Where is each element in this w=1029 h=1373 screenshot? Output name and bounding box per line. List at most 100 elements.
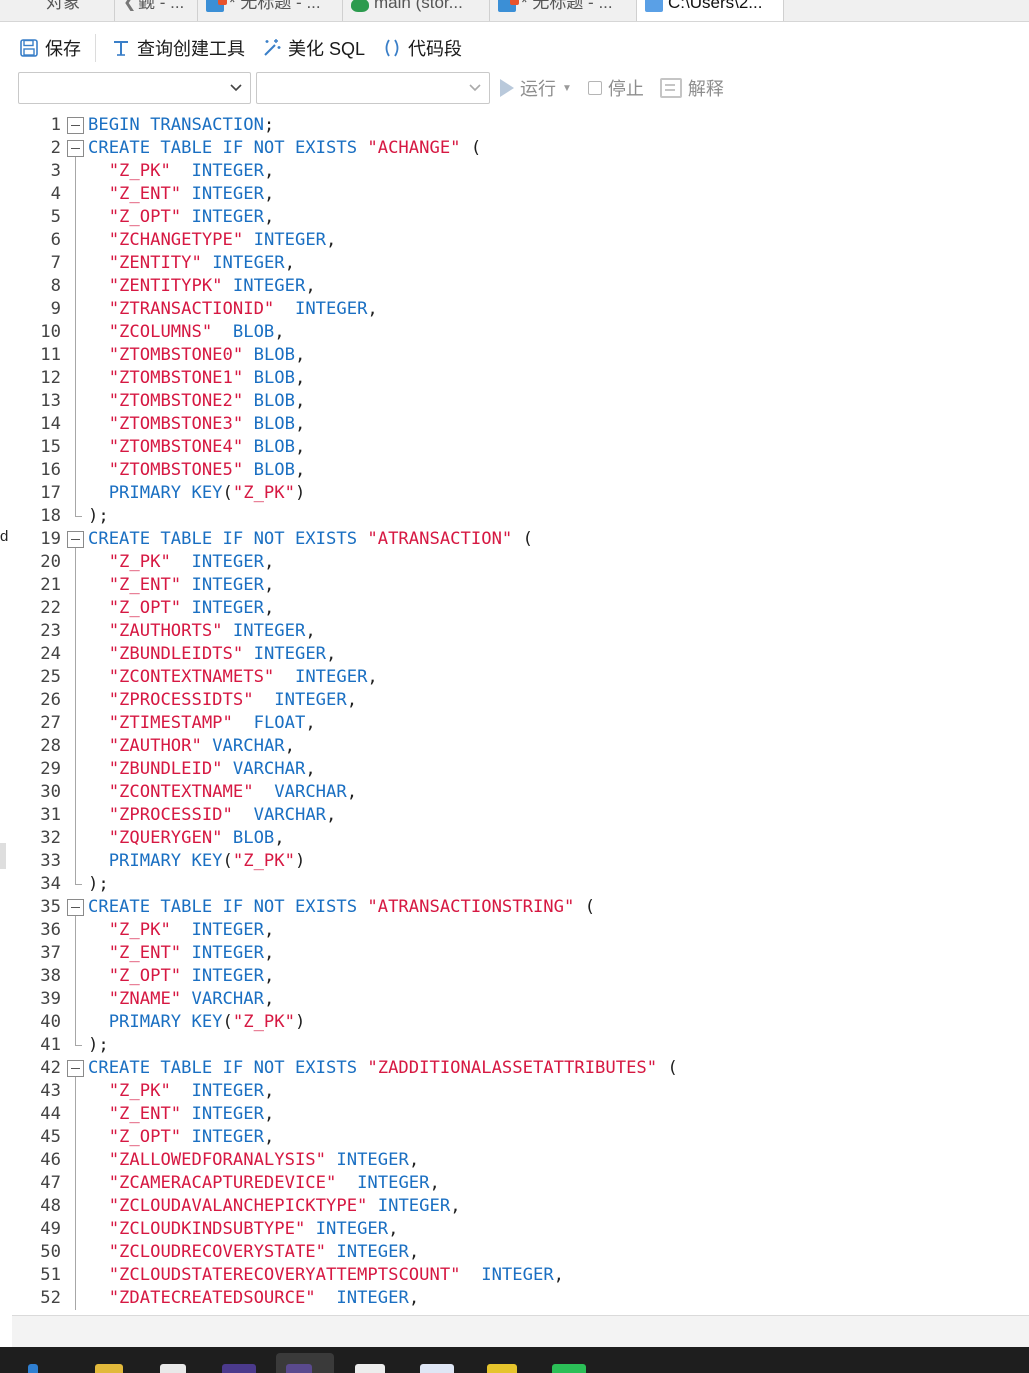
code-line[interactable]: 7 "ZENTITY" INTEGER, bbox=[12, 252, 1029, 275]
fold-collapse-icon[interactable] bbox=[67, 137, 86, 160]
code-line[interactable]: 17 PRIMARY KEY("Z_PK") bbox=[12, 482, 1029, 505]
code-line[interactable]: 49 "ZCLOUDKINDSUBTYPE" INTEGER, bbox=[12, 1218, 1029, 1241]
code-line[interactable]: 39 "ZNAME" VARCHAR, bbox=[12, 988, 1029, 1011]
taskbar-app-icon[interactable] bbox=[552, 1364, 586, 1373]
code-line[interactable]: 45 "Z_OPT" INTEGER, bbox=[12, 1126, 1029, 1149]
tab-label: * 无标题 - ... bbox=[229, 0, 321, 12]
run-dropdown-caret-icon[interactable]: ▼ bbox=[562, 82, 572, 94]
fold-collapse-icon[interactable] bbox=[67, 896, 86, 919]
sql-identifier: "Z_ENT" bbox=[108, 575, 182, 595]
code-line[interactable]: 30 "ZCONTEXTNAME" VARCHAR, bbox=[12, 781, 1029, 804]
code-text: "Z_PK" INTEGER, bbox=[88, 160, 275, 183]
code-line[interactable]: 36 "Z_PK" INTEGER, bbox=[12, 919, 1029, 942]
tab-1[interactable]: 对象 bbox=[38, 0, 115, 21]
code-line[interactable]: 33 PRIMARY KEY("Z_PK") bbox=[12, 850, 1029, 873]
sql-punctuation bbox=[88, 184, 109, 204]
sql-identifier: "Z_ENT" bbox=[108, 184, 182, 204]
tab-5[interactable]: * 无标题 - ... bbox=[490, 0, 637, 21]
tab-4[interactable]: main (stor... bbox=[343, 0, 490, 21]
code-line[interactable]: 8 "ZENTITYPK" INTEGER, bbox=[12, 275, 1029, 298]
code-line[interactable]: 31 "ZPROCESSID" VARCHAR, bbox=[12, 804, 1029, 827]
taskbar-app-icon[interactable] bbox=[487, 1364, 517, 1373]
code-line[interactable]: 40 PRIMARY KEY("Z_PK") bbox=[12, 1011, 1029, 1034]
sql-keyword: INTEGER bbox=[191, 966, 264, 986]
code-line[interactable]: 50 "ZCLOUDRECOVERYSTATE" INTEGER, bbox=[12, 1241, 1029, 1264]
sql-identifier: "ZAUTHOR" bbox=[108, 736, 202, 756]
taskbar-app-icon[interactable] bbox=[222, 1364, 256, 1373]
code-line[interactable]: 43 "Z_PK" INTEGER, bbox=[12, 1080, 1029, 1103]
taskbar-app-icon[interactable] bbox=[95, 1364, 123, 1373]
taskbar-app-icon[interactable] bbox=[420, 1364, 454, 1373]
code-line[interactable]: 10 "ZCOLUMNS" BLOB, bbox=[12, 321, 1029, 344]
code-line[interactable]: 3 "Z_PK" INTEGER, bbox=[12, 160, 1029, 183]
code-line[interactable]: 26 "ZPROCESSIDTS" INTEGER, bbox=[12, 689, 1029, 712]
beautify-sql-button[interactable]: 美化 SQL bbox=[253, 33, 373, 63]
code-line[interactable]: 16 "ZTOMBSTONE5" BLOB, bbox=[12, 459, 1029, 482]
code-line[interactable]: 20 "Z_PK" INTEGER, bbox=[12, 551, 1029, 574]
code-line[interactable]: 15 "ZTOMBSTONE4" BLOB, bbox=[12, 436, 1029, 459]
code-line[interactable]: 24 "ZBUNDLEIDTS" INTEGER, bbox=[12, 643, 1029, 666]
line-number: 7 bbox=[50, 253, 61, 273]
code-line[interactable]: 18); bbox=[12, 505, 1029, 528]
code-line[interactable]: 34); bbox=[12, 873, 1029, 896]
tab-6[interactable]: C:\Users\2... bbox=[637, 0, 784, 21]
code-line[interactable]: 6 "ZCHANGETYPE" INTEGER, bbox=[12, 229, 1029, 252]
code-line[interactable]: 5 "Z_OPT" INTEGER, bbox=[12, 206, 1029, 229]
code-line[interactable]: 11 "ZTOMBSTONE0" BLOB, bbox=[12, 344, 1029, 367]
sql-punctuation: , bbox=[450, 1196, 461, 1216]
code-line[interactable]: 14 "ZTOMBSTONE3" BLOB, bbox=[12, 413, 1029, 436]
code-line[interactable]: 38 "Z_OPT" INTEGER, bbox=[12, 965, 1029, 988]
fold-collapse-icon[interactable] bbox=[67, 528, 86, 551]
code-line[interactable]: 23 "ZAUTHORTS" INTEGER, bbox=[12, 620, 1029, 643]
stop-button[interactable]: 停止 bbox=[587, 75, 644, 101]
code-line[interactable]: 32 "ZQUERYGEN" BLOB, bbox=[12, 827, 1029, 850]
code-snippet-label: 代码段 bbox=[408, 39, 463, 59]
code-text: "ZCLOUDRECOVERYSTATE" INTEGER, bbox=[88, 1241, 419, 1264]
code-line[interactable]: 4 "Z_ENT" INTEGER, bbox=[12, 183, 1029, 206]
code-line[interactable]: 51 "ZCLOUDSTATERECOVERYATTEMPTSCOUNT" IN… bbox=[12, 1264, 1029, 1287]
sql-punctuation bbox=[223, 759, 233, 779]
database-select[interactable] bbox=[256, 72, 490, 104]
code-line[interactable]: 21 "Z_ENT" INTEGER, bbox=[12, 574, 1029, 597]
code-line[interactable]: 48 "ZCLOUDAVALANCHEPICKTYPE" INTEGER, bbox=[12, 1195, 1029, 1218]
code-line[interactable]: 29 "ZBUNDLEID" VARCHAR, bbox=[12, 758, 1029, 781]
code-line[interactable]: 28 "ZAUTHOR" VARCHAR, bbox=[12, 735, 1029, 758]
connection-select[interactable] bbox=[18, 72, 251, 104]
code-text: "ZTOMBSTONE0" BLOB, bbox=[88, 344, 306, 367]
fold-guide bbox=[67, 1103, 86, 1126]
run-button[interactable]: 运行 ▼ bbox=[500, 75, 572, 101]
tab-label: main (stor... bbox=[374, 0, 463, 12]
fold-collapse-icon[interactable] bbox=[67, 1057, 86, 1080]
tab-2[interactable]: ❮觐 - ... bbox=[115, 0, 198, 21]
code-line[interactable]: 44 "Z_ENT" INTEGER, bbox=[12, 1103, 1029, 1126]
sql-punctuation bbox=[88, 621, 109, 641]
code-snippet-button[interactable]: 代码段 bbox=[373, 33, 470, 63]
line-number: 19 bbox=[40, 529, 61, 549]
tab-3[interactable]: * 无标题 - ... bbox=[198, 0, 343, 21]
code-line[interactable]: 22 "Z_OPT" INTEGER, bbox=[12, 597, 1029, 620]
code-line[interactable]: 47 "ZCAMERACAPTUREDEVICE" INTEGER, bbox=[12, 1172, 1029, 1195]
code-line[interactable]: 37 "Z_ENT" INTEGER, bbox=[12, 942, 1029, 965]
code-line[interactable]: 12 "ZTOMBSTONE1" BLOB, bbox=[12, 367, 1029, 390]
code-line[interactable]: 46 "ZALLOWEDFORANALYSIS" INTEGER, bbox=[12, 1149, 1029, 1172]
code-line[interactable]: 13 "ZTOMBSTONE2" BLOB, bbox=[12, 390, 1029, 413]
taskbar-app-icon[interactable] bbox=[28, 1364, 38, 1373]
code-line[interactable]: 25 "ZCONTEXTNAMETS" INTEGER, bbox=[12, 666, 1029, 689]
taskbar-app-icon[interactable] bbox=[355, 1364, 385, 1373]
code-line[interactable]: 9 "ZTRANSACTIONID" INTEGER, bbox=[12, 298, 1029, 321]
taskbar-app-icon[interactable] bbox=[160, 1364, 186, 1373]
code-line[interactable]: 27 "ZTIMESTAMP" FLOAT, bbox=[12, 712, 1029, 735]
fold-collapse-icon[interactable] bbox=[67, 114, 86, 137]
code-line[interactable]: 41); bbox=[12, 1034, 1029, 1057]
explain-button[interactable]: 解释 bbox=[659, 75, 724, 101]
query-builder-button[interactable]: 查询创建工具 bbox=[102, 33, 253, 63]
code-line[interactable]: 52 "ZDATECREATEDSOURCE" INTEGER, bbox=[12, 1287, 1029, 1310]
taskbar-app-icon[interactable] bbox=[286, 1364, 312, 1373]
save-button[interactable]: 保存 bbox=[10, 33, 89, 63]
